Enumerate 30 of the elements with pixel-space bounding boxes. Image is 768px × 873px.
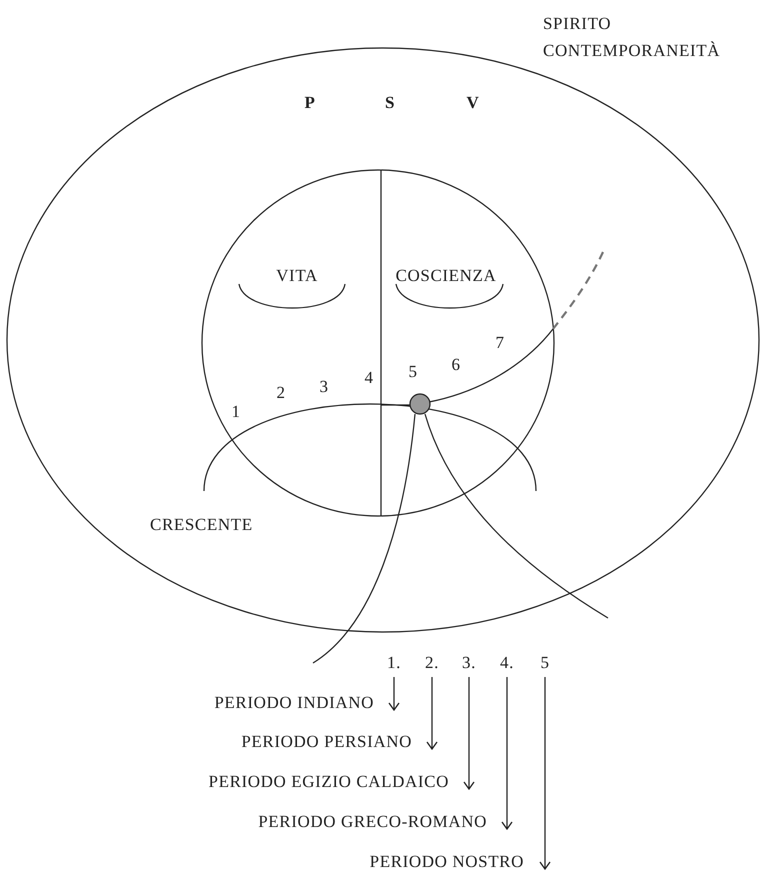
period-label: PERIODO GRECO-ROMANO [258, 812, 487, 832]
period-number: 4. [500, 653, 514, 673]
number-label: 7 [495, 333, 505, 353]
period-number: 3. [462, 653, 476, 673]
arrow [388, 677, 400, 711]
arrow [539, 677, 551, 870]
period-label: PERIODO NOSTRO [370, 852, 524, 872]
number-label: 3 [319, 377, 329, 397]
period-label: PERIODO PERSIANO [241, 732, 412, 752]
text-label: CONTEMPORANEITÀ [543, 41, 720, 61]
arrow [426, 677, 438, 750]
period-number: 1. [387, 653, 401, 673]
text-label: S [384, 93, 396, 113]
period-number: 5 [540, 653, 550, 673]
number-label: 6 [451, 355, 461, 375]
number-label: 5 [408, 362, 418, 382]
text-label: VITA [276, 266, 318, 286]
period-number: 2. [425, 653, 439, 673]
period-label: PERIODO INDIANO [214, 693, 374, 713]
text-label: CRESCENTE [150, 515, 253, 535]
text-label: SPIRITO [543, 14, 612, 34]
number-label: 2 [276, 383, 286, 403]
text-label: V [466, 93, 480, 113]
text-label: P [304, 93, 316, 113]
number-label: 4 [364, 368, 374, 388]
period-label: PERIODO EGIZIO CALDAICO [208, 772, 449, 792]
text-label: COSCIENZA [396, 266, 496, 286]
number-label: 1 [231, 402, 241, 422]
arrow [501, 677, 513, 830]
arrow [463, 677, 475, 790]
